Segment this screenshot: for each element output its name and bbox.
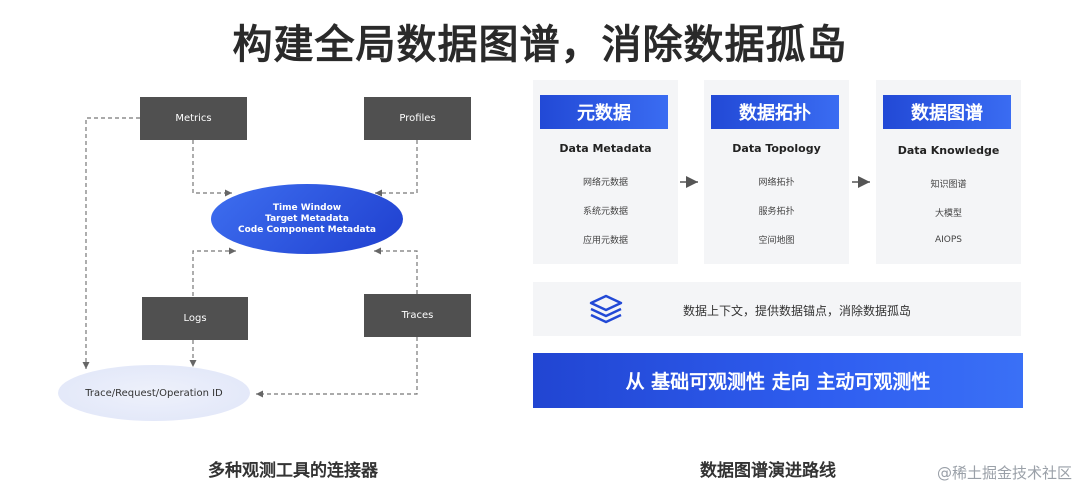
panel-head: 数据拓扑 [711,95,839,129]
panel-item: 服务拓扑 [758,207,795,217]
panel-item: 大模型 [934,209,962,219]
panel-metadata: 元数据 Data Metadata 网络元数据 系统元数据 应用元数据 [533,80,678,264]
right-caption: 数据图谱演进路线 [700,461,836,481]
context-strip: 数据上下文，提供数据锚点，消除数据孤岛 [533,282,1021,336]
traces-box: Traces [364,294,471,337]
context-line-code-component: Code Component Metadata [238,224,376,235]
traces-to-center-connector [374,247,418,294]
panel-knowledge: 数据图谱 Data Knowledge 知识图谱 大模型 AIOPS [876,80,1021,264]
panel-subtitle: Data Metadata [559,142,652,155]
layers-icon [589,294,623,324]
left-caption: 多种观测工具的连接器 [208,461,378,481]
panel-head: 数据图谱 [883,95,1011,129]
page-title: 构建全局数据图谱，消除数据孤岛 [232,22,848,68]
panel-item: 网络元数据 [582,178,628,188]
panel-item: 系统元数据 [582,207,628,217]
metrics-to-center-connector [192,140,232,197]
panel-head: 元数据 [540,95,668,129]
observability-banner: 从 基础可观测性 走向 主动可观测性 [533,353,1023,408]
panel-subtitle: Data Topology [732,142,821,155]
profiles-to-center-connector [375,140,418,197]
profiles-box: Profiles [364,97,471,140]
context-line-time-window: Time Window [272,202,342,213]
strip-text: 数据上下文，提供数据锚点，消除数据孤岛 [683,304,912,318]
trace-id-ellipse: Trace/Request/Operation ID [58,365,250,421]
panel-topology: 数据拓扑 Data Topology 网络拓扑 服务拓扑 空间地图 [704,80,849,264]
traces-to-trace-connector [256,337,418,398]
panel-item: 网络拓扑 [758,178,795,188]
logs-box: Logs [142,297,248,340]
panel-item: 应用元数据 [582,236,628,246]
logs-to-center-connector [192,247,236,296]
context-ellipse: Time Window Target Metadata Code Compone… [211,184,403,254]
panel-item: 空间地图 [758,236,795,246]
metrics-to-trace-connector [82,117,140,369]
panel-subtitle: Data Knowledge [897,144,1000,157]
watermark: @稀土掘金技术社区 [936,464,1072,482]
context-line-target-metadata: Target Metadata [265,213,349,224]
metrics-box: Metrics [140,97,247,140]
panel-item: 知识图谱 [930,180,967,190]
panel-item: AIOPS [934,235,963,245]
